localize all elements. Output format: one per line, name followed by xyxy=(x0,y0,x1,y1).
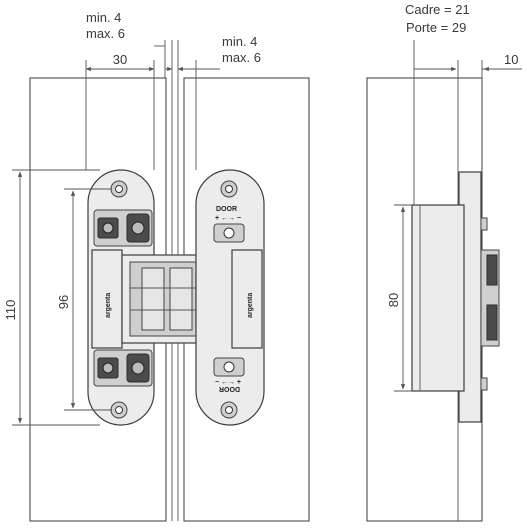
dim-110: 110 xyxy=(3,300,18,321)
side-view: Cadre = 21 Porte = 29 10 80 xyxy=(366,2,522,522)
dim-right-min: min. 4 xyxy=(222,34,257,49)
door-mark-bottom: DOOR xyxy=(219,385,240,392)
dim-cadre: Cadre = 21 xyxy=(405,2,470,17)
hinge-body-right xyxy=(195,169,265,426)
hinge-frame-side: argenta xyxy=(87,169,155,426)
brand-mark-right: argenta xyxy=(247,293,254,318)
dim-right-max: max. 6 xyxy=(222,50,261,65)
dim-10: 10 xyxy=(504,52,518,67)
dim-left-min: min. 4 xyxy=(86,10,121,25)
svg-text:+ ←→ −: + ←→ − xyxy=(215,215,241,222)
dim-porte: Porte = 29 xyxy=(406,20,466,35)
front-dimensions: 30 min. 4 max. 6 min. 4 max. 6 110 96 xyxy=(3,10,261,426)
hinge-center-right xyxy=(231,249,263,349)
front-view: argenta DOOR + ←→ − − ←→ + DOOR xyxy=(3,10,310,522)
hinge-center-left xyxy=(91,249,123,349)
brand-mark-left: argenta xyxy=(105,293,112,318)
svg-text:− ←→ +: − ←→ + xyxy=(215,379,241,386)
side-body xyxy=(411,204,465,392)
hinge-door-side: DOOR + ←→ − − ←→ + DOOR argenta xyxy=(195,169,265,426)
door-mark-top: DOOR xyxy=(216,206,237,213)
dim-left-max: max. 6 xyxy=(86,26,125,41)
dim-80: 80 xyxy=(386,293,401,307)
dim-30: 30 xyxy=(113,52,127,67)
dim-96: 96 xyxy=(56,295,71,309)
